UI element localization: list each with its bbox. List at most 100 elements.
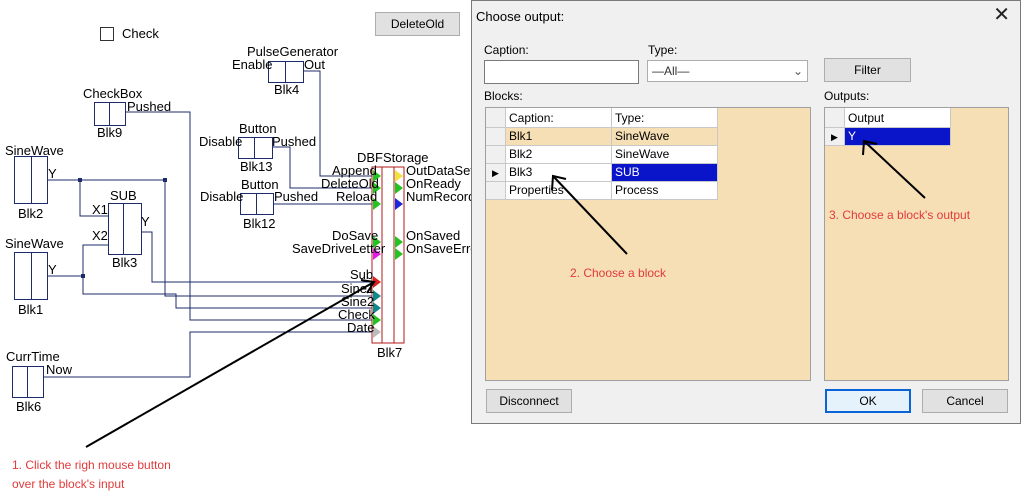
arrow-head-1 — [360, 279, 376, 294]
row-pointer-icon: ▶ — [492, 168, 499, 178]
annotation-step1-line2: over the block's input — [12, 477, 125, 491]
annotation-arrow-3 — [863, 140, 926, 199]
type-select[interactable]: —All— ⌄ — [647, 60, 808, 82]
blk7-name: Blk7 — [377, 345, 403, 360]
port-blk7-check — [373, 314, 381, 326]
blk7-input-sine1: Sine1 — [341, 281, 375, 296]
blk7-input-sine2: Sine2 — [341, 294, 375, 309]
blk3-port-y: Y — [141, 214, 150, 229]
port-blk7-reload — [373, 198, 381, 210]
caption-input[interactable] — [484, 60, 639, 84]
outputs-label: Outputs: — [824, 89, 870, 103]
blk7-output-onsaved: OnSaved — [406, 228, 461, 243]
port-blk7-sine1 — [373, 290, 381, 302]
blk4-type: PulseGenerator — [247, 44, 339, 59]
table-row-type[interactable]: SineWave — [612, 146, 718, 164]
blocks-header-caption[interactable]: Caption: — [506, 108, 612, 128]
blk3-type: SUB — [110, 188, 137, 203]
blk13-port-pushed: Pushed — [272, 134, 317, 149]
wire-junction — [78, 178, 82, 182]
blk12-type: Button — [241, 177, 279, 192]
arrow-head-2 — [551, 174, 567, 191]
blk7-input-reload: Reload — [336, 189, 378, 204]
ok-button[interactable]: OK — [825, 389, 911, 413]
cancel-button[interactable]: Cancel — [922, 389, 1008, 413]
blk3-block[interactable] — [108, 203, 142, 255]
output-row-selected[interactable]: Y — [845, 128, 951, 146]
annotation-arrow-2 — [552, 175, 628, 255]
table-row-caption[interactable]: Properties — [506, 182, 612, 200]
check-label: Check — [122, 26, 159, 41]
port-blk7-onsaved — [395, 236, 403, 248]
dialog-title: Choose output: — [476, 9, 565, 24]
table-row-type-selected[interactable]: SUB — [612, 164, 718, 182]
blk7-output-onready: OnReady — [406, 176, 461, 191]
blk7-input-deleteold: DeleteOld — [321, 176, 379, 191]
annotation-step1-line1: 1. Click the righ mouse button — [12, 458, 171, 472]
blk1-name: Blk1 — [18, 302, 44, 317]
table-row-type[interactable]: Process — [612, 182, 718, 200]
check-checkbox[interactable] — [100, 27, 114, 41]
blk2-block[interactable] — [14, 156, 48, 204]
port-blk7-dosave — [373, 236, 381, 248]
blk12-port-disable: Disable — [200, 189, 244, 204]
port-blk7-onsaveerror — [395, 248, 403, 260]
blk7-output-onsaveerror: OnSaveError — [406, 241, 482, 256]
chevron-down-icon: ⌄ — [792, 64, 803, 78]
blk7-type: DBFStorage — [357, 150, 429, 165]
blocks-grid[interactable]: Caption: Type: Blk1 SineWave Blk2 SineWa… — [485, 107, 811, 381]
blk4-port-enable: Enable — [232, 57, 273, 72]
outputs-header[interactable]: Output — [845, 108, 951, 128]
row-header-current: ▶ — [486, 164, 506, 182]
blk13-name: Blk13 — [240, 159, 273, 174]
diagram-wires — [44, 70, 376, 378]
blk9-port-pushed: Pushed — [127, 99, 172, 114]
blk1-type: SineWave — [5, 236, 64, 251]
filter-button[interactable]: Filter — [824, 58, 911, 82]
blk13-block[interactable] — [238, 137, 273, 159]
blk7-input-dosave: DoSave — [332, 228, 379, 243]
blk12-port-pushed: Pushed — [274, 189, 319, 204]
annotation-step3: 3. Choose a block's output — [829, 208, 971, 222]
table-row-type[interactable]: SineWave — [612, 128, 718, 146]
blk7-input-sub: Sub — [350, 267, 374, 282]
blk9-block[interactable] — [94, 102, 126, 126]
port-blk7-append — [373, 170, 381, 182]
blk12-name: Blk12 — [243, 216, 276, 231]
port-blk7-sub — [373, 276, 381, 288]
type-select-value: —All— — [652, 64, 690, 78]
blk6-port-now: Now — [46, 362, 73, 377]
table-row-caption[interactable]: Blk1 — [506, 128, 612, 146]
blocks-header-type[interactable]: Type: — [612, 108, 718, 128]
blk13-port-disable: Disable — [199, 134, 243, 149]
blk2-port-y: Y — [48, 166, 57, 181]
blk12-block[interactable] — [240, 193, 274, 215]
type-label: Type: — [648, 43, 678, 57]
port-blk7-deleteold — [373, 182, 381, 194]
blk7-input-savedriveletter: SaveDriveLetter — [292, 241, 386, 256]
blk3-port-x2: X2 — [92, 228, 108, 243]
row-header — [486, 182, 506, 200]
port-blk7-date — [373, 326, 381, 338]
blk6-name: Blk6 — [16, 399, 42, 414]
blk7-input-append: Append — [332, 163, 377, 178]
disconnect-button[interactable]: Disconnect — [486, 389, 572, 413]
grid-corner — [825, 108, 845, 128]
table-row-caption[interactable]: Blk2 — [506, 146, 612, 164]
row-pointer-icon: ▶ — [831, 132, 838, 142]
outputs-grid[interactable]: Output ▶ Y 3. Choose a block's output — [824, 107, 1009, 381]
close-icon[interactable]: ✕ — [993, 4, 1010, 26]
blk3-name: Blk3 — [112, 255, 138, 270]
wire-junction — [163, 178, 167, 182]
delete-old-button[interactable]: DeleteOld — [375, 12, 460, 36]
blk2-type: SineWave — [5, 143, 64, 158]
blk13-type: Button — [239, 121, 277, 136]
blk4-block[interactable] — [268, 61, 304, 83]
blk7-input-date: Date — [347, 320, 375, 335]
port-blk7-onready — [395, 182, 403, 194]
blk9-type: CheckBox — [83, 86, 143, 101]
blocks-label: Blocks: — [484, 89, 523, 103]
blk1-block[interactable] — [14, 252, 48, 300]
blk6-block[interactable] — [12, 366, 44, 398]
